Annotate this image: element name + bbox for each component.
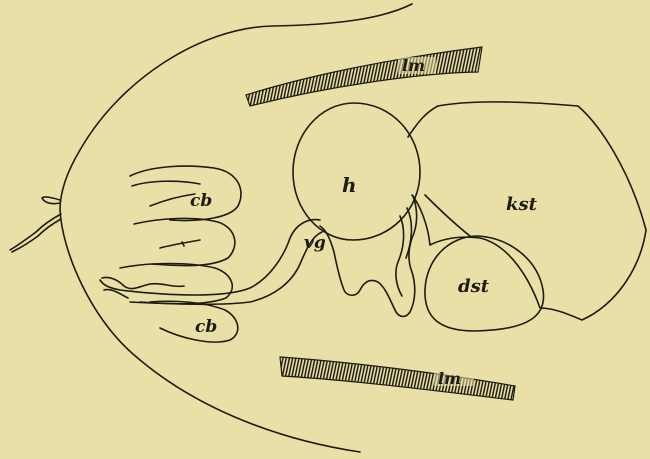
tentacle-stub bbox=[42, 197, 60, 204]
label-dorsal-sac: dst bbox=[458, 276, 490, 297]
label-branchial-lower: cb bbox=[195, 317, 217, 337]
lm-band-upper bbox=[246, 47, 482, 106]
label-kidney-sac: kst bbox=[506, 194, 538, 215]
branchial-lobe-3 bbox=[120, 264, 232, 304]
visceral-ganglion-outline bbox=[100, 220, 322, 305]
label-branchial-upper: cb bbox=[190, 191, 212, 211]
label-heart: h bbox=[342, 173, 357, 197]
label-lm-lower: lm bbox=[438, 369, 461, 388]
lm-band-lower bbox=[280, 357, 515, 400]
branchial-lobe-4 bbox=[150, 301, 238, 342]
branchial-lobe-1 bbox=[130, 166, 241, 220]
label-visceral-ganglion: vg bbox=[304, 233, 326, 253]
label-lm-upper: lm bbox=[402, 56, 425, 75]
tentacle-strand bbox=[10, 214, 61, 252]
visceral-loop-outline bbox=[320, 195, 470, 317]
